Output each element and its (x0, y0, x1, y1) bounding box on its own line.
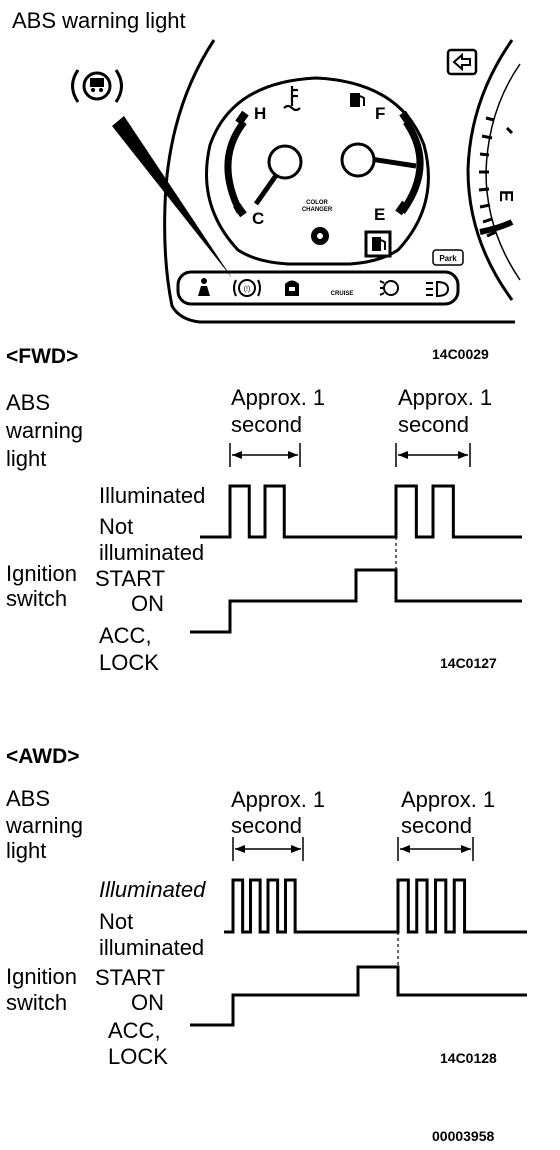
awd-illuminated-label: Illuminated (99, 877, 206, 902)
fwd-approx-1-line2: second (231, 412, 302, 437)
fuel-arc (399, 119, 424, 215)
pointer-wedge (112, 116, 232, 278)
fwd-ignition-label-1: Ignition (6, 561, 77, 586)
fwd-abs-label-1: ABS (6, 390, 50, 415)
cluster-title: ABS warning light (12, 8, 186, 33)
fwd-not-illuminated-label-1: Not (99, 514, 133, 539)
awd-heading: <AWD> (6, 745, 80, 768)
color-change-label-2: CHANGER (302, 207, 333, 213)
fwd-ignition-label-2: switch (6, 586, 67, 611)
fwd-acc-label-1: ACC, (99, 623, 152, 648)
awd-abs-label-2: warning (5, 813, 83, 838)
fwd-abs-label-2: warning (5, 418, 83, 443)
fwd-figure-code: 14C0127 (440, 655, 497, 671)
fwd-duration-arrow-1 (229, 443, 301, 467)
awd-approx-2-line2: second (401, 813, 472, 838)
park-badge (432, 249, 464, 266)
fwd-on-label: ON (131, 591, 164, 616)
fuel-empty-mark (395, 200, 409, 216)
temperature-hot-mark (235, 110, 249, 126)
warning-light-strip (176, 270, 460, 306)
abs-warning-icon: (!) (233, 279, 261, 297)
fwd-abs-waveform (200, 484, 522, 539)
fwd-duration-arrow-2 (395, 443, 471, 467)
fwd-acc-label-2: LOCK (99, 650, 159, 675)
fwd-waveforms (190, 443, 522, 634)
fwd-illuminated-label: Illuminated (99, 483, 205, 508)
fwd-heading: <FWD> (6, 345, 78, 368)
door-icon (285, 280, 299, 296)
awd-duration-arrow-2 (397, 837, 474, 861)
cluster-bezel (163, 39, 515, 324)
tachometer-needle (479, 219, 514, 235)
fwd-timing-diagram: <FWD> ABS warning light Approx. 1 second… (5, 345, 522, 675)
gauge-letter-e: E (374, 205, 385, 224)
awd-figure-code: 14C0128 (440, 1050, 497, 1066)
svg-text:(!): (!) (244, 286, 251, 293)
cluster-figure-code: 14C0029 (432, 346, 489, 362)
fuel-needle-hub (340, 142, 376, 178)
gauge-letter-c: C (252, 209, 264, 228)
awd-abs-label-1: ABS (6, 786, 50, 811)
tachometer-ticks (478, 116, 497, 238)
tachometer-bezel (466, 39, 514, 301)
fwd-abs-label-3: light (6, 446, 46, 471)
awd-approx-1-line2: second (231, 813, 302, 838)
arrow-left-icon (446, 48, 478, 76)
fwd-not-illuminated-label-2: illuminated (99, 540, 204, 565)
low-fuel-icon (364, 230, 392, 258)
awd-ignition-label-1: Ignition (6, 964, 77, 989)
fwd-approx-1-line1: Approx. 1 (231, 385, 325, 410)
fwd-approx-2-line2: second (398, 412, 469, 437)
awd-acc-label-2: LOCK (108, 1044, 168, 1069)
awd-abs-label-3: light (6, 838, 46, 863)
awd-not-illuminated-label-2: illuminated (99, 935, 204, 960)
temperature-icon (283, 86, 301, 112)
instrument-cluster: ABS warning light E H C F (12, 8, 521, 362)
temperature-cold-mark (233, 202, 247, 218)
footer-code: 00003958 (432, 1128, 495, 1144)
temperature-needle-hub (267, 144, 303, 180)
awd-on-label: ON (131, 990, 164, 1015)
tachometer-bezel-inner (485, 63, 521, 281)
brake-icon (379, 280, 399, 296)
park-label: Park (439, 254, 457, 263)
awd-acc-label-1: ACC, (108, 1018, 161, 1043)
awd-approx-1-line1: Approx. 1 (231, 787, 325, 812)
fuel-pump-icon (350, 93, 365, 107)
color-change-label-1: COLOR (306, 200, 328, 206)
awd-ignition-waveform (190, 965, 527, 1027)
fuel-full-mark (399, 110, 413, 126)
cruise-label: CRUISE (331, 291, 354, 297)
fwd-start-label: START (95, 566, 165, 591)
gauge-letter-h: H (254, 104, 266, 123)
abs-lamp-icon (71, 69, 123, 103)
fwd-approx-2-line1: Approx. 1 (398, 385, 492, 410)
awd-abs-waveform (224, 878, 527, 934)
headlight-icon (426, 280, 450, 298)
awd-waveforms (190, 837, 527, 1027)
temperature-arc (224, 119, 247, 214)
awd-ignition-label-2: switch (6, 990, 67, 1015)
awd-not-illuminated-label-1: Not (99, 909, 133, 934)
awd-timing-diagram: <AWD> ABS warning light Approx. 1 second… (5, 745, 527, 1069)
fwd-ignition-waveform (190, 568, 522, 634)
tach-mark (505, 126, 514, 135)
awd-start-label: START (95, 965, 165, 990)
seatbelt-icon (198, 278, 210, 296)
tach-digit: E (496, 190, 516, 202)
gauge-letter-f: F (375, 104, 385, 123)
awd-duration-arrow-1 (232, 837, 304, 861)
awd-approx-2-line1: Approx. 1 (401, 787, 495, 812)
reset-knob-center (317, 233, 323, 239)
